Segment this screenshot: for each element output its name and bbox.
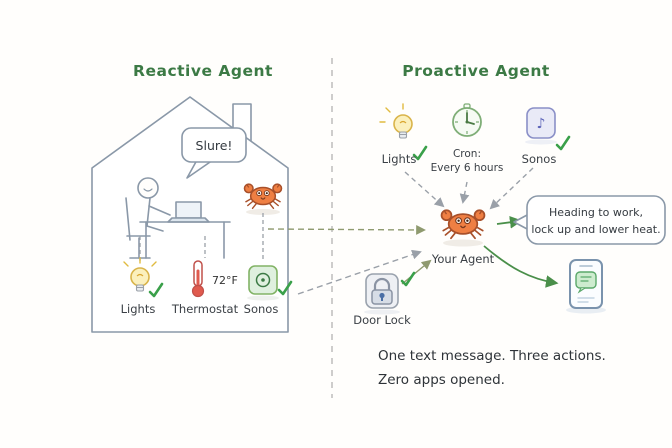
proactive-sonos-label: Sonos [522,152,557,166]
speech-bubble-right: Heading to work, lock up and lower heat. [513,195,666,245]
proactive-sonos-icon: ♪ [525,107,571,151]
cron-label-line2: Every 6 hours [431,162,504,174]
speech-bubble-left: Slure! [181,127,247,179]
cron-label-line1: Cron: [453,148,481,160]
proactive-lights-label: Lights [382,152,417,166]
bubble-text-line2: lock up and lower heat. [531,223,660,236]
reactive-lights-label: Lights [121,302,156,316]
thermostat-label: Thermostat [171,302,239,316]
cross-section-arrows [267,225,432,295]
reactive-sonos-icon [247,265,293,301]
door-lock-label: Door Lock [353,313,411,327]
proactive-lights-icon [379,103,428,161]
thermostat-icon [191,260,205,298]
crab-right-icon [440,209,486,240]
agent-to-phone-arrow [483,245,559,288]
crab-right-shadow [443,239,483,247]
reactive-lights-icon [123,257,164,298]
person-at-desk [125,177,231,259]
proactive-title: Proactive Agent [402,62,550,80]
reactive-sonos-label: Sonos [244,302,279,316]
your-agent-label: Your Agent [431,252,495,266]
phone-message-icon [566,259,606,314]
summary-line2: Zero apps opened. [378,372,505,388]
speech-bubble-left-text: Slure! [196,138,233,153]
bubble-text-line1: Heading to work, [549,206,643,219]
summary-line1: One text message. Three actions. [378,348,606,364]
crab-left-shadow [246,209,280,215]
proactive-sonos-check-icon [555,135,571,151]
music-note-glyph: ♪ [537,116,546,132]
top-icon-arrows [404,167,534,210]
door-lock-icon [364,271,416,315]
thermostat-value: 72°F [212,274,238,287]
cron-clock-icon [452,103,482,137]
reactive-title: Reactive Agent [133,62,273,80]
